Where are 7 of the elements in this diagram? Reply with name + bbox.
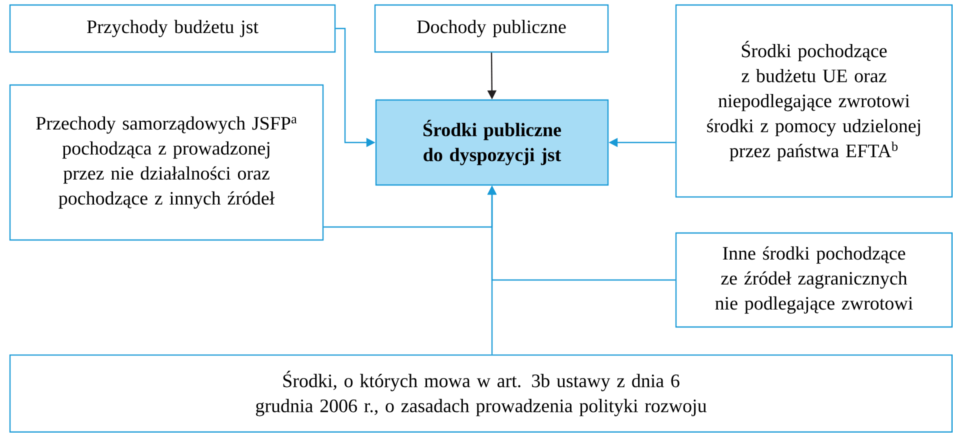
source-box: Przechody samorządowych JSFP$^{a}$ pochodząca z prowadzonej przez nie działalności oraz pochodzące z innych źródeł: [9, 84, 324, 241]
source-box: Inne środki pochodzące ze źródeł zagranicznych nie podlegające zwrotowi: [675, 232, 953, 328]
source-box: Środki pochodzące z budżetu UE oraz niepodlegające zwrotowi środki z pomocy udzielonej przez państwa EFTA$^{b}$: [675, 4, 953, 198]
source-box: Dochody publiczne: [374, 4, 609, 53]
source-box: Przychody budżetu jst: [9, 4, 336, 53]
target-box: Środki publiczne do dyspozycji jst: [375, 99, 609, 186]
source-box: Środki, o których mowa w art. 3b ustawy z dnia 6 grudnia 2006 r., o zasadach prowadzenia polityki rozwoju: [9, 354, 953, 433]
